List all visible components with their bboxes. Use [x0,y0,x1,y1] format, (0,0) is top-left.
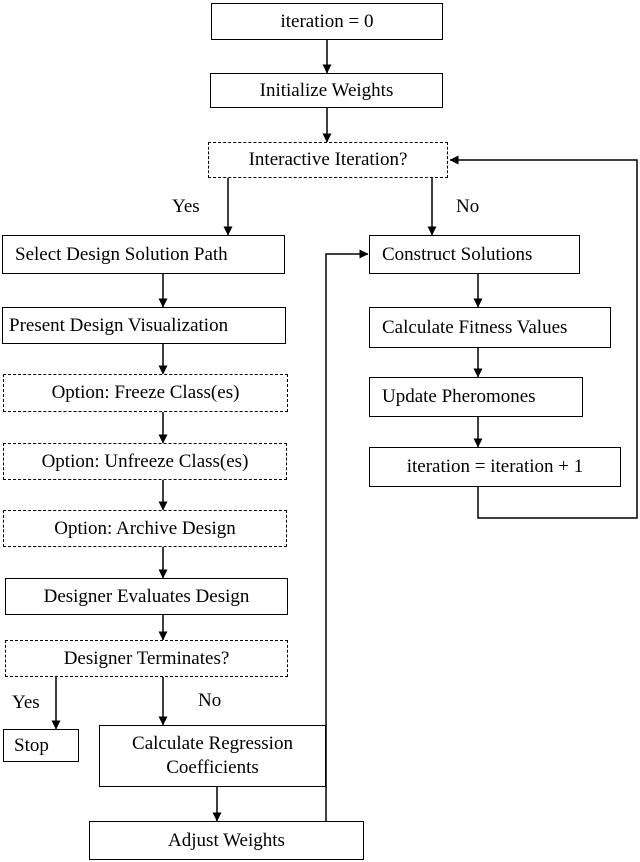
construct-solutions-box: Construct Solutions [369,235,580,274]
calculate-fitness-box: Calculate Fitness Values [369,307,611,348]
designer-terminates-decision: Designer Terminates? [5,640,288,677]
initialize-weights-box: Initialize Weights [210,73,443,108]
yes-label-terminate: Yes [12,692,40,713]
select-design-path-box: Select Design Solution Path [2,235,285,274]
arrow-loop-back [449,155,638,519]
no-label-interactive: No [456,196,480,217]
present-visualization-box: Present Design Visualization [2,307,286,344]
interactive-iteration-decision: Interactive Iteration? [208,142,448,178]
designer-evaluates-box: Designer Evaluates Design [5,578,288,615]
option-unfreeze-box: Option: Unfreeze Class(es) [3,443,287,480]
iteration-increment-box: iteration = iteration + 1 [369,447,621,487]
calculate-regression-line1: Calculate Regression [132,733,293,754]
no-label-terminate: No [198,690,222,711]
stop-box: Stop [3,729,79,762]
update-pheromones-box: Update Pheromones [369,377,583,417]
yes-label-interactive: Yes [172,196,200,217]
calculate-regression-line2: Coefficients [166,757,259,778]
adjust-weights-box: Adjust Weights [89,821,364,860]
iteration-init-box: iteration = 0 [211,3,443,40]
arrow-adjust-to-construct [325,249,369,821]
calculate-regression-box: Calculate Regression Coefficients [99,725,326,787]
option-archive-box: Option: Archive Design [3,510,287,547]
option-freeze-box: Option: Freeze Class(es) [3,374,288,412]
